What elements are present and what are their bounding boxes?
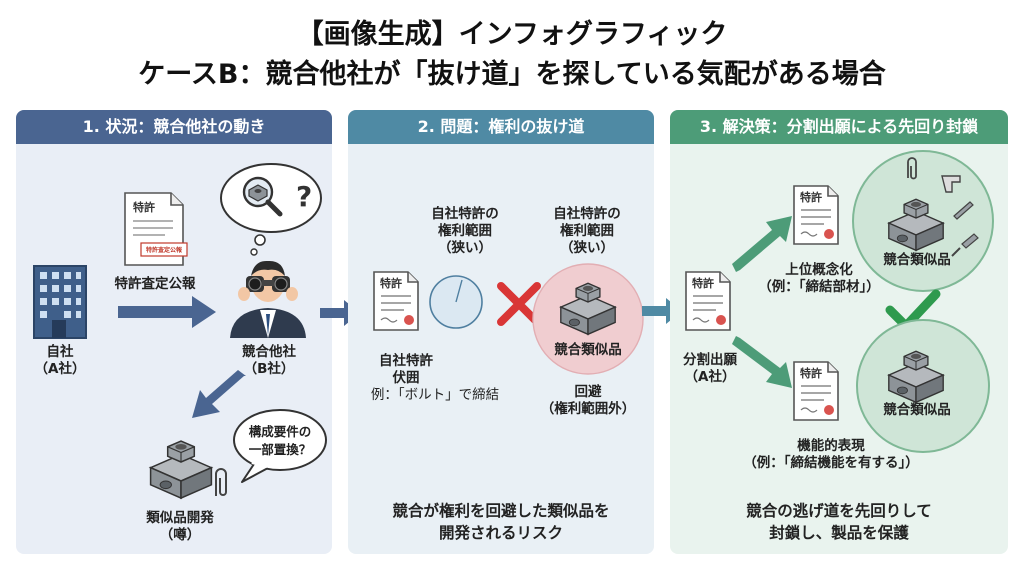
thought-bubble-icon: ? <box>220 163 322 256</box>
document-icon: 特許 <box>685 271 731 331</box>
clamp-icon <box>941 175 961 193</box>
binoculars-person-icon <box>230 260 306 338</box>
paperclip-icon <box>215 468 227 496</box>
svg-text:特許: 特許 <box>380 276 402 290</box>
gazette-caption: 特許査定公報 <box>114 276 196 292</box>
speech-bubble-icon: 構成要件の 一部置換？ <box>233 409 327 483</box>
panel-header-situation: 1. 状況：競合他社の動き <box>16 110 332 144</box>
patent-example: 例：「ボルト」で締結 <box>370 387 500 403</box>
scope-right-label: 自社特許の権利範囲（狭い） <box>553 206 621 256</box>
svg-text:?: ? <box>296 180 312 213</box>
svg-text:特許査定公報: 特許査定公報 <box>146 246 183 254</box>
paperclip-icon <box>907 157 917 180</box>
solution-summary: 競合の逃げ道を先回りして封鎖し、製品を保護 <box>746 502 932 542</box>
similar-dev-label: 類似品開発（噂） <box>146 510 214 543</box>
panel-header-solution: 3. 解決策：分割出願による先回り封鎖 <box>670 110 1008 144</box>
svg-text:特許: 特許 <box>133 200 155 214</box>
page-title: 【画像生成】インフォグラフィック <box>296 19 728 50</box>
upper-concept-label: 上位概念化（例：「締結部材」） <box>758 262 880 295</box>
functional-label: 機能的表現（例：「締結機能を有する」） <box>743 438 919 471</box>
svg-text:特許: 特許 <box>692 276 714 290</box>
svg-text:特許: 特許 <box>800 190 822 204</box>
competitor-product-bottom-label: 競合類似品 <box>883 402 951 418</box>
scope-circle-icon <box>429 275 483 329</box>
panel-header-problem: 2. 問題：権利の抜け道 <box>348 110 654 144</box>
competitor-label: 競合他社（B社） <box>242 344 296 377</box>
document-icon: 特許 <box>793 185 839 245</box>
scope-left-label: 自社特許の権利範囲（狭い） <box>431 206 499 256</box>
nut-block-icon <box>149 440 213 499</box>
red-cross-icon <box>497 282 541 326</box>
coverage-circle-top <box>852 150 994 292</box>
arrow-down-right-icon <box>732 336 792 388</box>
coverage-circle-bottom <box>856 319 990 453</box>
svg-text:一部置換？: 一部置換？ <box>249 442 312 457</box>
arrow-down-left-icon <box>192 370 246 418</box>
arrow-up-right-icon <box>732 216 792 272</box>
svg-text:構成要件の: 構成要件の <box>249 424 312 439</box>
document-icon: 特許 特許査定公報 <box>124 192 188 266</box>
needle-icon <box>953 201 974 220</box>
company-label: 自社（A社） <box>34 344 86 377</box>
document-icon: 特許 <box>373 271 419 331</box>
screw-icon <box>951 233 979 257</box>
document-icon: 特許 <box>793 361 839 421</box>
page-subtitle: ケースB：競合他社が「抜け道」を探している気配がある場合 <box>138 59 886 90</box>
product-circle-icon <box>532 263 644 375</box>
building-icon <box>33 265 87 339</box>
problem-summary: 競合が権利を回避した類似品を開発されるリスク <box>392 502 610 542</box>
divisional-label: 分割出願（A社） <box>683 352 737 385</box>
arrow-right-icon <box>118 296 216 328</box>
avoid-label: 回避（権利範囲外） <box>540 384 636 417</box>
patent-label: 自社特許伏囲 <box>379 353 433 386</box>
svg-text:特許: 特許 <box>800 366 822 380</box>
competitor-product-label: 競合類似品 <box>554 342 622 358</box>
competitor-product-top-label: 競合類似品 <box>883 252 951 268</box>
magnifier-icon <box>242 176 283 217</box>
